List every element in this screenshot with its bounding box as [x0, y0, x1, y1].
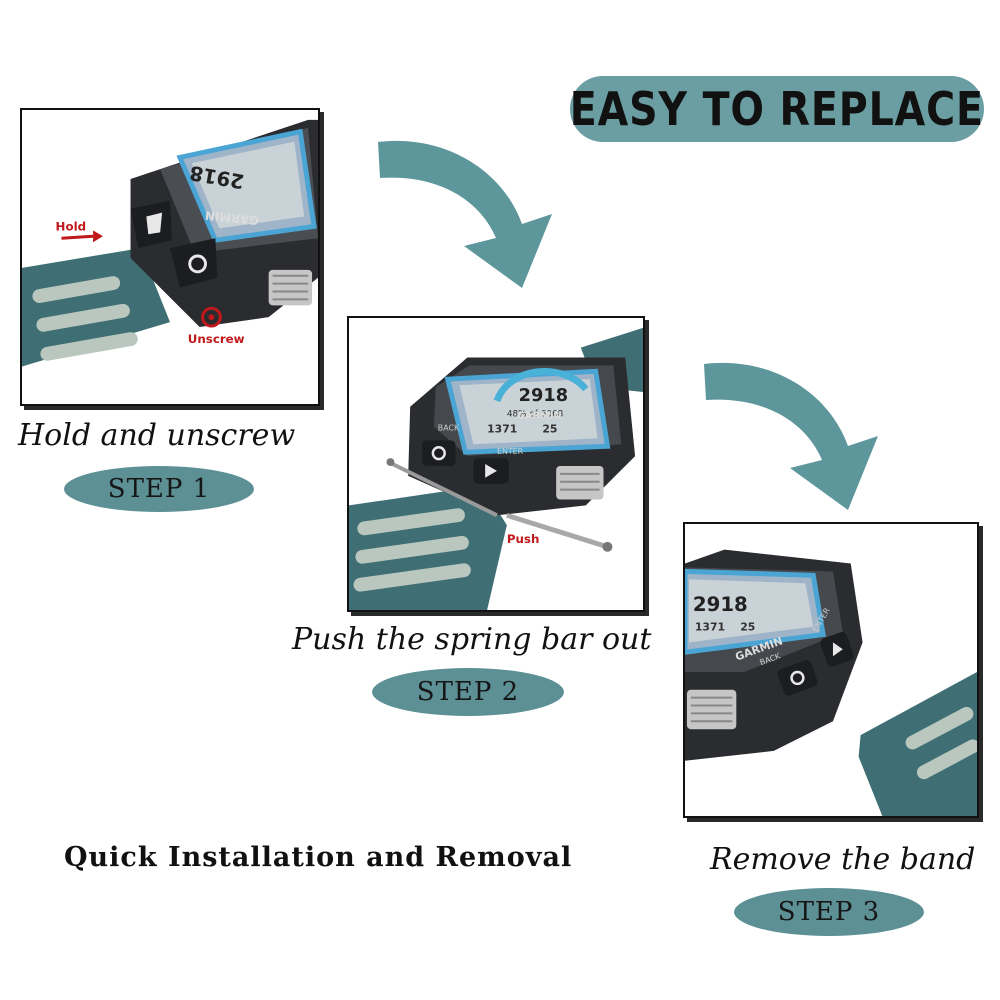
watch-steps-value: 2918: [693, 593, 748, 616]
step-1-caption: Hold and unscrew: [18, 418, 296, 453]
footer-text: Quick Installation and Removal: [64, 842, 573, 873]
step-2-photo: 2918 48% of 6068 1371 25 GARMIN BACK ENT…: [347, 316, 645, 612]
unscrew-callout: Unscrew: [188, 332, 245, 346]
back-button-icon: [777, 660, 818, 696]
step-3-badge-label: STEP 3: [777, 897, 881, 927]
watch-enter-label: ENTER: [497, 447, 524, 456]
watch-stat-a: 1371: [695, 621, 725, 634]
step-1-badge-label: STEP 1: [107, 474, 211, 504]
step-2-badge-label: STEP 2: [416, 677, 520, 707]
watch-steps-value: 2918: [519, 386, 568, 406]
step-2-caption: Push the spring bar out: [292, 622, 652, 657]
watch-brand: GARMIN: [204, 208, 259, 228]
step-3-photo: 2918 1371 25 GARMIN BACK ENTER: [683, 522, 979, 818]
hold-callout: Hold: [56, 219, 87, 233]
banner-title: EASY TO REPLACE: [569, 82, 985, 136]
red-arrow-icon: [61, 230, 103, 243]
watch-brand: GARMIN: [517, 411, 562, 422]
curved-arrow-icon: [378, 140, 552, 288]
enter-button-icon: [473, 458, 509, 484]
watch-stat-a: 1371: [487, 422, 517, 435]
curved-arrow-icon: [704, 362, 878, 510]
step-3-caption: Remove the band: [710, 842, 976, 877]
step-1-photo: 2918 GARMIN Hold Unscrew: [20, 108, 320, 406]
step-3-badge: STEP 3: [734, 888, 924, 936]
unscrew-icon: [201, 306, 222, 328]
step-2-badge: STEP 2: [372, 668, 564, 716]
watch-stat-b: 25: [542, 422, 557, 435]
watch-goal-text: 48% of 6068: [507, 410, 564, 420]
enter-button-icon: [820, 632, 854, 667]
watch-back-label: BACK: [438, 423, 460, 432]
easy-to-replace-banner: EASY TO REPLACE: [570, 76, 984, 142]
watch-stat-b: 25: [740, 621, 755, 634]
step-1-badge: STEP 1: [64, 466, 254, 512]
back-button-icon: [422, 440, 456, 466]
push-callout: Push: [507, 532, 540, 546]
